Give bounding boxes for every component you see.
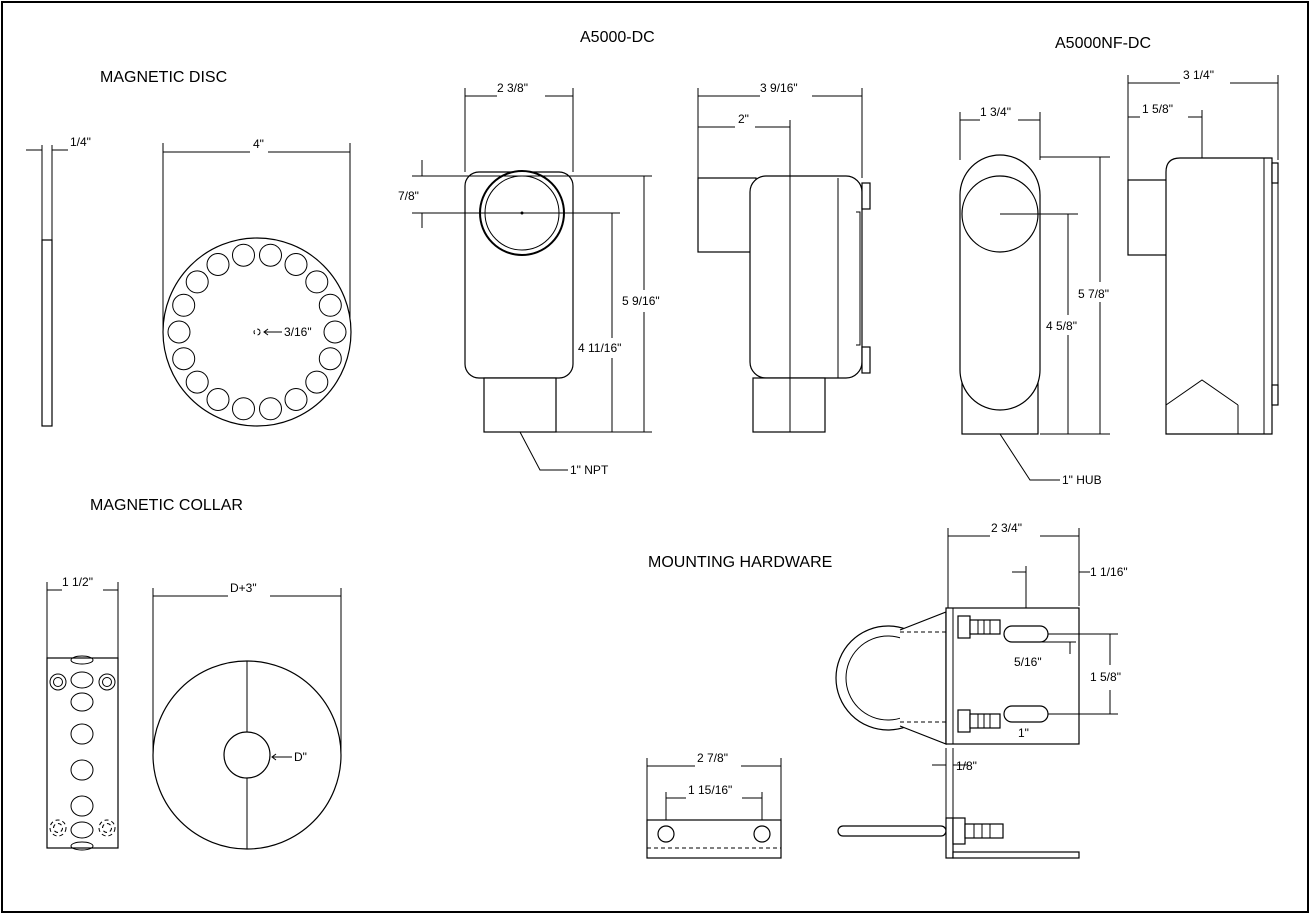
dim-nf-height: 5 7/8" (1078, 287, 1109, 301)
dim-disc-diameter: 4" (253, 137, 264, 151)
mounting-bracket-bottom-view: 1/8" (837, 748, 1080, 859)
disc-hole (284, 388, 308, 411)
a5000-dc-side-view: 3 9/16" 2" (697, 81, 871, 433)
disc-hole (206, 388, 230, 411)
dim-dc-side-depth: 3 9/16" (760, 81, 798, 95)
dim-mh-edge: 1 1/16" (1090, 565, 1128, 579)
disc-hole (318, 347, 342, 371)
title-a5000-dc: A5000-DC (580, 29, 655, 46)
disc-hole (232, 243, 255, 267)
dim-mh-spacing: 1 5/8" (1090, 670, 1121, 684)
disc-hole (172, 347, 196, 371)
dim-dc-width: 2 3/8" (497, 81, 528, 95)
dim-mh-slot: 5/16" (1014, 655, 1042, 669)
disc-hole (232, 397, 255, 421)
dim-nf-width: 1 3/4" (980, 105, 1011, 119)
disc-hole (305, 270, 329, 294)
dim-dc-thread: 1" NPT (570, 463, 609, 477)
mounting-bracket-view: 2 3/4" 1 1/16" 1 5/8" 5/16" 1" (835, 521, 1128, 745)
disc-hole (284, 253, 308, 276)
disc-hole-ring (167, 243, 347, 421)
dim-nf-body: 4 5/8" (1046, 319, 1077, 333)
mounting-bar-view: 2 7/8" 1 15/16" (646, 751, 782, 859)
dim-nf-hub: 1" HUB (1062, 473, 1102, 487)
dim-bar-length: 2 7/8" (697, 751, 728, 765)
dim-nf-side-depth: 3 1/4" (1183, 68, 1214, 82)
disc-hole (167, 320, 191, 344)
magnetic-collar-face-view: D+3" D" (152, 581, 342, 850)
dim-nf-side-offset: 1 5/8" (1142, 102, 1173, 116)
title-a5000nf-dc: A5000NF-DC (1055, 35, 1151, 52)
title-mounting-hardware: MOUNTING HARDWARE (648, 554, 832, 571)
a5000nf-dc-side-view: 3 1/4" 1 5/8" (1127, 68, 1279, 435)
dim-disc-thickness: 1/4" (70, 135, 91, 149)
title-magnetic-collar: MAGNETIC COLLAR (90, 497, 243, 514)
disc-hole (185, 270, 209, 294)
disc-hole (185, 370, 209, 394)
magnetic-collar-edge-view: 1 1/2" (46, 575, 119, 851)
title-magnetic-disc: MAGNETIC DISC (100, 69, 227, 86)
dim-dc-body: 4 11/16" (578, 341, 621, 355)
disc-hole (172, 293, 196, 317)
dim-dc-height: 5 9/16" (622, 294, 660, 308)
magnetic-disc-face-view: 4" 3/16" (162, 137, 352, 427)
dim-bar-holes: 1 15/16" (688, 783, 732, 797)
dim-collar-diameter: D+3" (230, 581, 257, 595)
dim-collar-bore: D" (294, 750, 307, 764)
disc-hole (323, 320, 347, 344)
disc-hole (259, 243, 282, 267)
a5000nf-dc-front-view: 1 3/4" 5 7/8" 4 5/8" 1" HUB (959, 105, 1110, 487)
disc-hole (206, 253, 230, 276)
dim-mh-width: 2 3/4" (991, 521, 1022, 535)
dim-dc-offset: 7/8" (398, 189, 419, 203)
disc-hole (318, 293, 342, 317)
disc-hole (259, 397, 282, 421)
dim-mh-plate: 1/8" (956, 759, 977, 773)
disc-hole (305, 370, 329, 394)
dim-mh-slot-len: 1" (1018, 726, 1029, 740)
dim-collar-width: 1 1/2" (62, 575, 93, 589)
dim-dc-side-offset: 2" (738, 112, 749, 126)
dim-disc-hole: 3/16" (284, 325, 312, 339)
magnetic-disc-edge-view: 1/4" (26, 135, 91, 427)
a5000-dc-front-view: 2 3/8" 7/8" 5 9/16" 4 11/16" 1" NPT (398, 81, 660, 477)
